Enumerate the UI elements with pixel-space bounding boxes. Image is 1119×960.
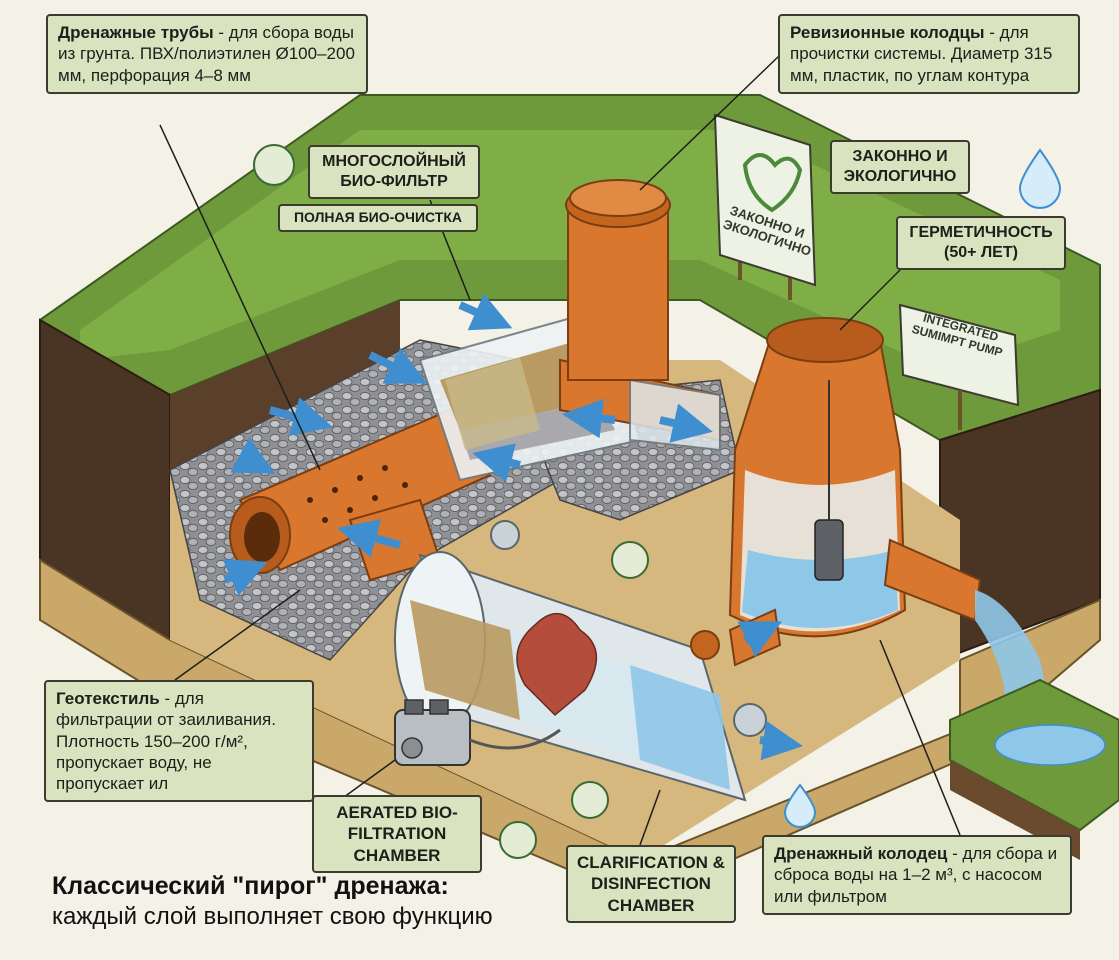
legal-eco-label: ЗАКОННО И ЭКОЛОГИЧНО [830, 140, 970, 194]
bacteria-icon [611, 541, 649, 579]
inspection-riser [565, 179, 671, 381]
flow-arrow-icon [759, 720, 803, 761]
drainage-well-text: - для сбора и сброса воды на 1–2 м³, с н… [774, 844, 1058, 906]
diagram-caption: Классический "пирог" дренажа: каждый сло… [52, 872, 493, 931]
eco-signpost [713, 113, 817, 300]
leader-lines [159, 54, 961, 846]
inspection-wells-label: Ревизионные колодцы - для прочистки сист… [778, 14, 1080, 94]
septic-tank [394, 520, 767, 802]
pump-signpost [898, 303, 1020, 430]
geotextile-title: Геотекстиль [56, 689, 160, 708]
soil-inner-face [170, 300, 400, 470]
heart-eco-icon [742, 153, 803, 213]
flow-arrow-icon [458, 293, 513, 331]
flow-arrows [222, 293, 803, 761]
flow-arrow-icon [472, 443, 521, 483]
multilayer-biofilter-label: МНОГОСЛОЙНЫЙ БИО-ФИЛЬТР [308, 145, 480, 199]
inspection-wells-text: - для прочистки системы. Диаметр 315 мм,… [790, 23, 1053, 85]
flow-arrow-icon [268, 397, 333, 436]
flow-arrow-icon [659, 403, 713, 443]
water-drop-icon [1018, 148, 1062, 209]
drain-pipes-label: Дренажные трубы - для сбора воды из грун… [46, 14, 368, 94]
aerated-chamber-label: AERATED BIO-FILTRATION CHAMBER [312, 795, 482, 873]
flow-arrow-icon [368, 347, 428, 384]
bacteria-icon [499, 821, 537, 859]
flow-arrow-icon [562, 398, 616, 439]
drainage-well-label: Дренажный колодец - для сбора и сброса в… [762, 835, 1072, 915]
multilayer-biofilter-text: МНОГОСЛОЙНЫЙ БИО-ФИЛЬТР [322, 153, 466, 190]
hermetic-text: ГЕРМЕТИЧНОСТЬ (50+ ЛЕТ) [909, 224, 1053, 261]
drain-pipes-text: - для сбора воды из грунта. ПВХ/полиэтил… [58, 23, 355, 85]
geotextile-text: - для фильтрации от заиливания. Плотност… [56, 689, 276, 793]
legal-eco-text: ЗАКОННО И ЭКОЛОГИЧНО [843, 148, 957, 185]
flow-arrow-icon [222, 559, 268, 596]
air-compressor [394, 699, 561, 766]
bacteria-icons [253, 144, 649, 859]
clarification-chamber-label: CLARIFICATION & DISINFECTION CHAMBER [566, 845, 736, 923]
full-bio-cleaning-label: ПОЛНАЯ БИО-ОЧИСТКА [278, 204, 478, 232]
geotextile-label: Геотекстиль - для фильтрации от заиливан… [44, 680, 314, 803]
heart-biomass [516, 613, 598, 717]
flow-arrow-icon [230, 437, 276, 474]
caption-line-1: Классический "пирог" дренажа: [52, 872, 449, 900]
bacteria-icon [571, 781, 609, 819]
drain-pipes-title: Дренажные трубы [58, 23, 214, 42]
flow-arrow-icon [737, 621, 783, 658]
drainage-well-title: Дренажный колодец [774, 844, 948, 863]
inspection-wells-title: Ревизионные колодцы [790, 23, 985, 42]
caption-line-2: каждый слой выполняет свою функцию [52, 903, 493, 930]
hermetic-label: ГЕРМЕТИЧНОСТЬ (50+ ЛЕТ) [896, 216, 1066, 270]
bacteria-icon [253, 144, 295, 186]
full-bio-cleaning-text: ПОЛНАЯ БИО-ОЧИСТКА [293, 209, 463, 225]
water-drop-icon [783, 783, 817, 828]
drainage-well [728, 317, 982, 667]
clarification-chamber-text: CLARIFICATION & DISINFECTION CHAMBER [577, 853, 725, 915]
aerated-chamber-text: AERATED BIO-FILTRATION CHAMBER [336, 803, 458, 865]
flow-arrow-icon [337, 519, 402, 558]
